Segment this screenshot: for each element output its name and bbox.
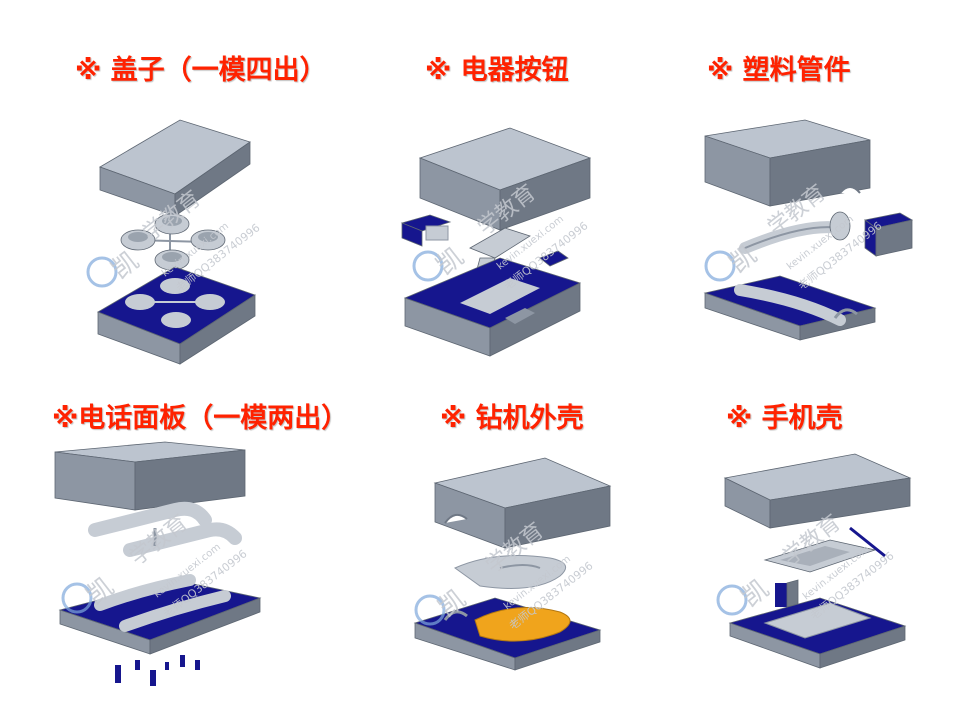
pipe-bottom-mold [703,275,877,341]
phone-case-mold-illustration: 凯 学教育 kevin.xuexi.com 老师QQ383740996 [716,453,912,669]
pipe-mold-illustration: 凯 学教育 kevin.xuexi.com 老师QQ383740996 [703,119,914,341]
pipe-parts [739,211,914,257]
phone-panel-parts [88,501,242,557]
pipe-top-plate [704,119,871,207]
button-mold-illustration: 凯 学教育 kevin.xuexi.com 老师QQ383740996 [400,127,592,357]
title-plastic-pipe: ※ 塑料管件 [707,55,851,86]
phone-panel-bottom-mold [58,574,262,655]
watermark-logo-icon [61,582,93,614]
panel-drill-housing: 凯 学教育 kevin.xuexi.com 老师QQ383740996 [405,448,630,678]
title-drill-housing: ※ 钻机外壳 [440,403,584,434]
panel-phone-case: 凯 学教育 kevin.xuexi.com 老师QQ383740996 [710,448,935,678]
title-phone-case: ※ 手机壳 [726,403,843,434]
panel-phone-panel: 凯 学教育 kevin.xuexi.com 老师QQ383740996 [45,440,305,695]
cap-parts [120,213,226,271]
watermark-logo-icon [412,250,444,282]
watermark-logo-icon [414,594,446,626]
phone-panel-top-plate [54,441,246,511]
watermark-logo-icon [716,584,748,616]
drill-bottom-mold [413,597,602,671]
panel-electric-button: 凯 学教育 kevin.xuexi.com 老师QQ383740996 [390,118,620,368]
panel-plastic-pipe: 凯 学教育 kevin.xuexi.com 老师QQ383740996 [690,118,930,348]
watermark-text-a: 凯 [736,574,775,614]
watermark-logo-icon [86,256,118,288]
cap-bottom-mold [97,266,256,365]
watermark-logo-icon [704,250,736,282]
phone-panel-pins [115,655,200,686]
phone-case-bottom-mold [728,597,907,669]
button-bottom-mold [403,257,582,357]
watermark-text-a: 凯 [106,246,145,286]
title-electric-button: ※ 电器按钮 [425,55,569,86]
phone-panel-mold-illustration: 凯 学教育 kevin.xuexi.com 老师QQ383740996 [54,441,262,686]
button-top-plate [418,127,592,231]
cap-top-plate [99,119,251,217]
phone-case-parts [763,526,886,608]
drill-mold-illustration: 凯 学教育 kevin.xuexi.com 老师QQ383740996 [413,457,612,671]
cap-mold-illustration: 凯 学教育 kevin.xuexi.com 老师QQ383740996 [86,119,262,365]
title-phone-panel: ※电话面板（一模两出） [52,403,349,434]
drill-top-plate [433,457,612,549]
title-cap: ※ 盖子（一模四出） [75,55,327,86]
phone-case-top-plate [723,453,912,529]
panel-cap: 凯 学教育 kevin.xuexi.com 老师QQ383740996 [80,112,300,374]
drill-parts [454,555,567,589]
